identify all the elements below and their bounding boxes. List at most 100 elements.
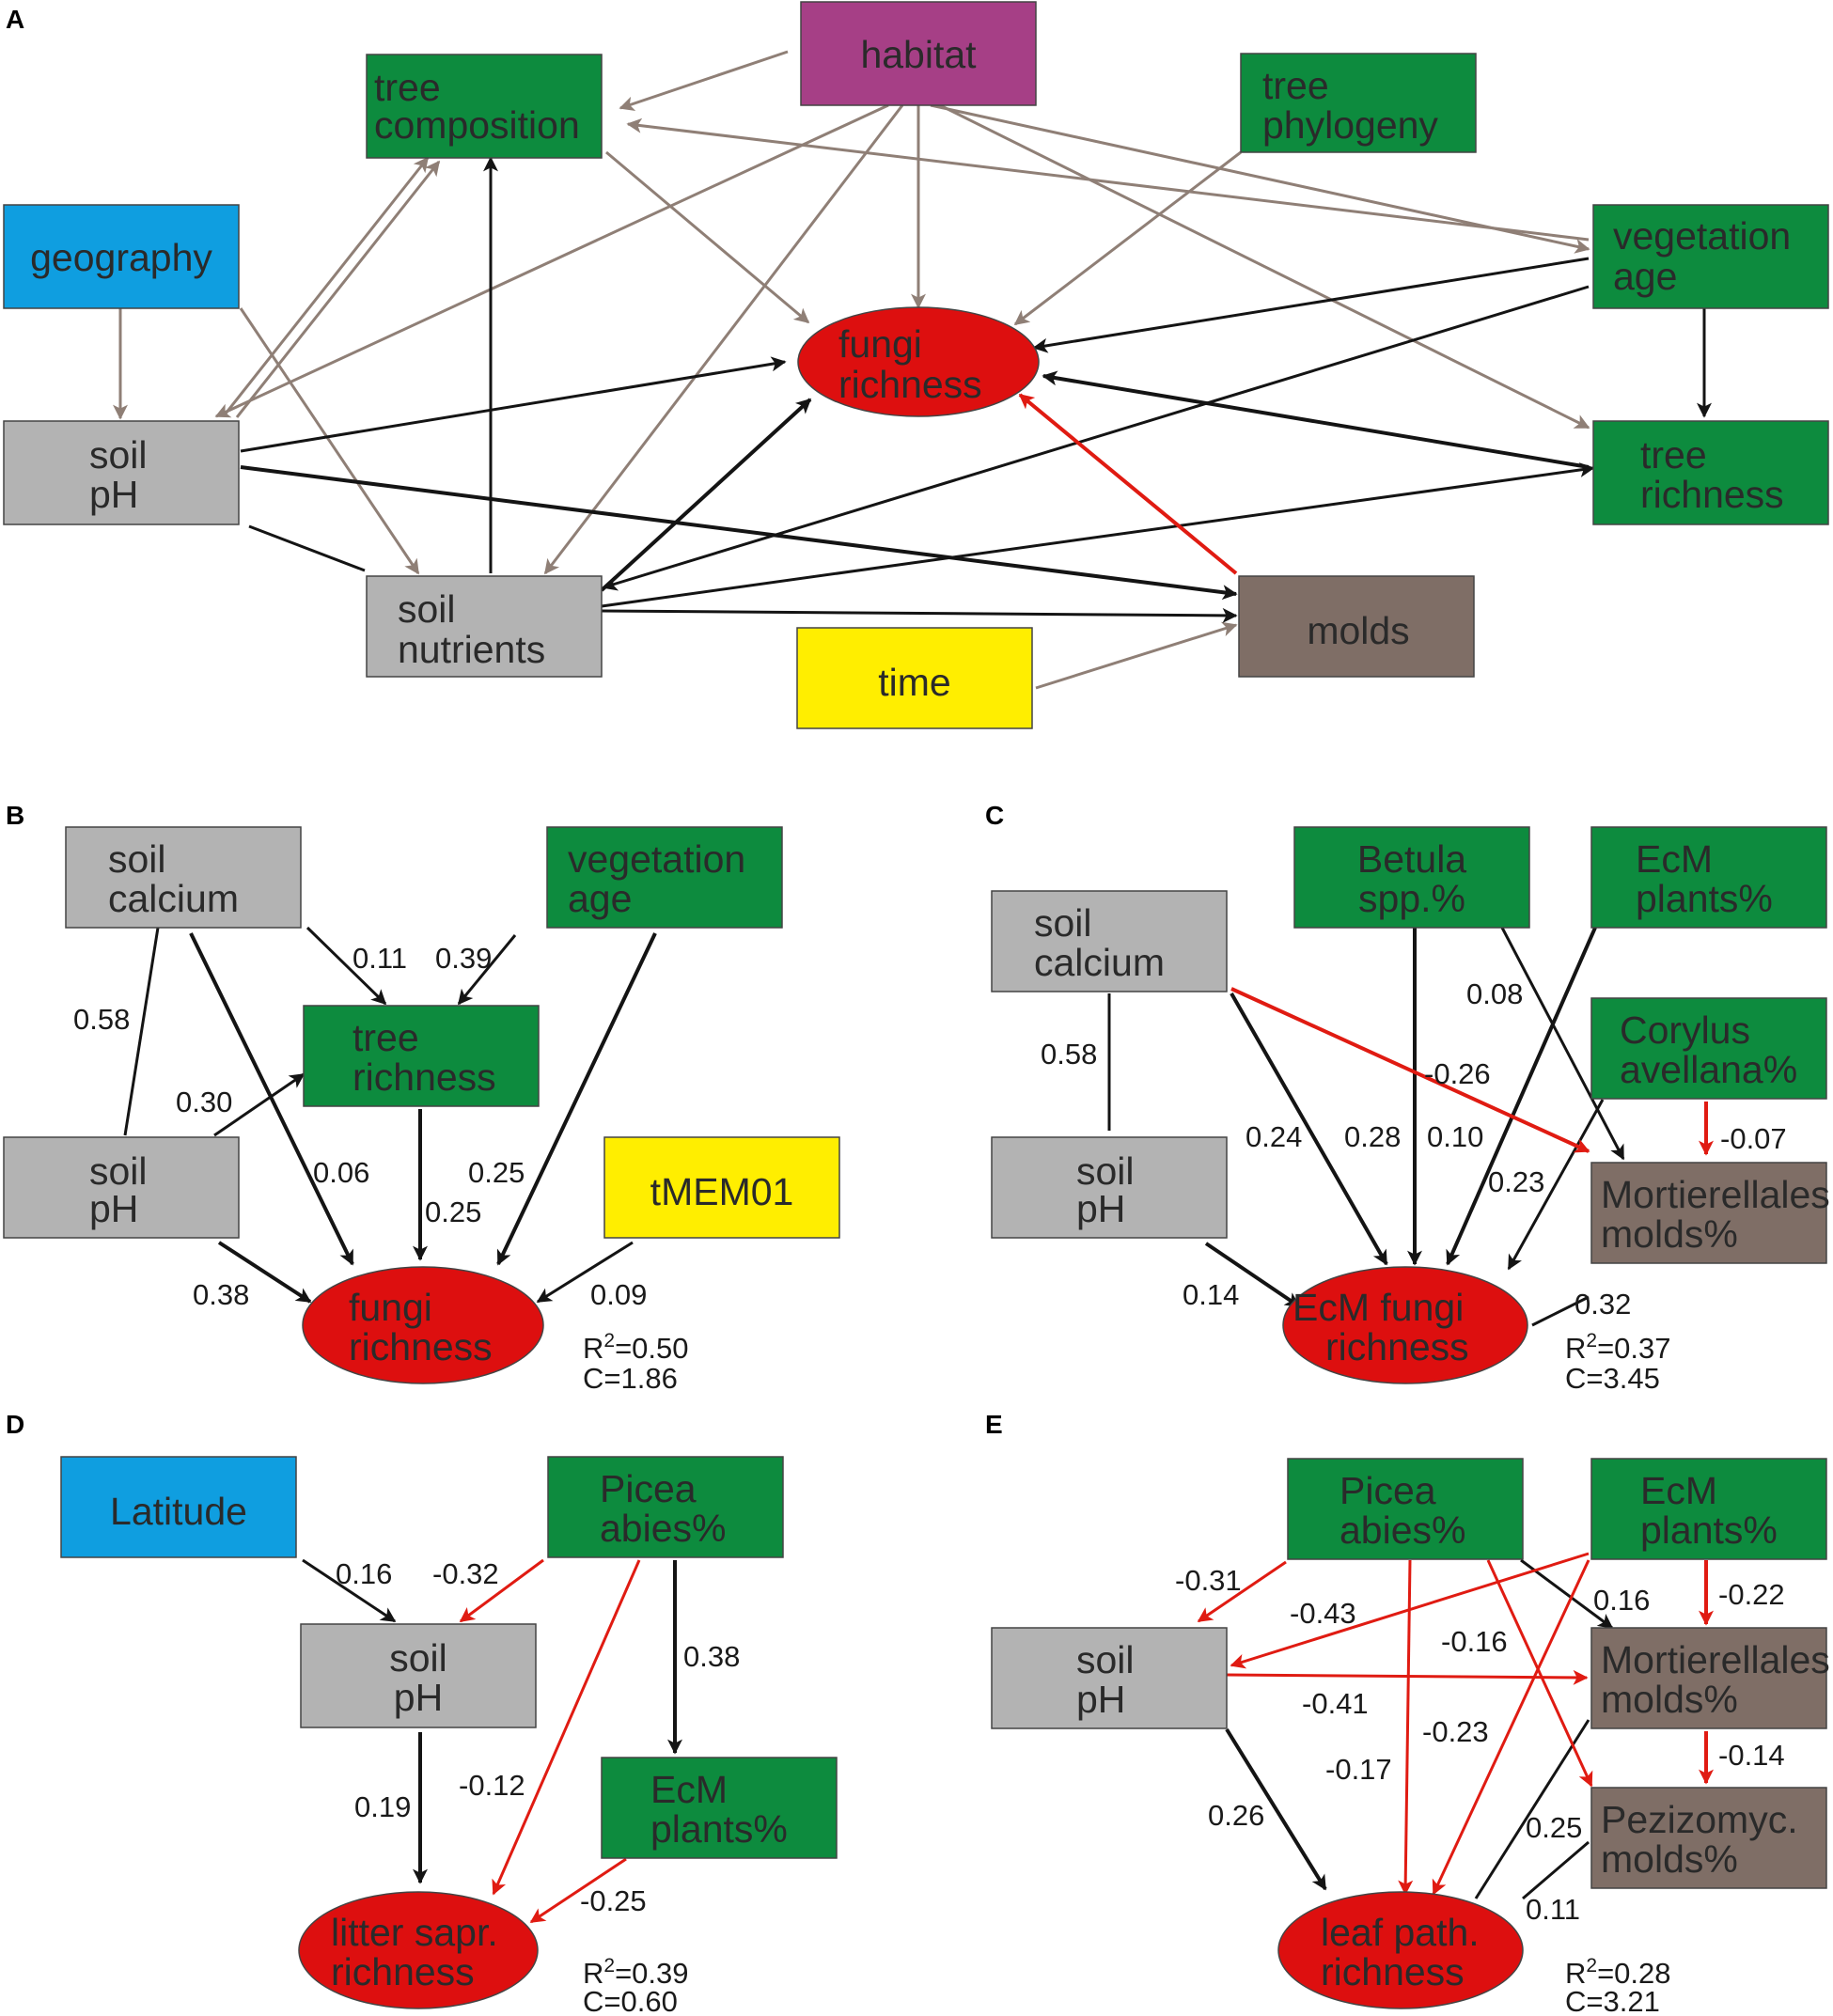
coef-b-calcium-fungi: 0.06	[313, 1156, 369, 1189]
c-stat-c: C=3.45	[1565, 1362, 1660, 1395]
coef-e-picea-leaf: -0.17	[1325, 1753, 1392, 1786]
panel-c-black-arrows	[1107, 927, 1625, 1327]
coef-d-picea-litter: -0.12	[459, 1769, 525, 1802]
arrow-vegetation-age-to-fungi-richness	[1032, 257, 1590, 353]
coef-d-picea-ecm: 0.38	[683, 1640, 740, 1673]
node-b-vegetation-age-line2: age	[568, 877, 632, 920]
panel-a-grey-arrows	[113, 50, 1590, 690]
arrow-tree-composition-to-fungi-richness	[605, 150, 810, 324]
node-tree-richness-line1: tree	[1640, 433, 1707, 477]
node-tree-richness-line2: richness	[1640, 473, 1784, 516]
coef-e-mort-leaf: 0.25	[1526, 1811, 1582, 1844]
panel-letter-b: B	[6, 801, 24, 830]
node-c-corylus-line1: Corylus	[1620, 1008, 1750, 1052]
node-e-mortierellales-line1: Mortierellales	[1601, 1638, 1830, 1681]
arrow-vegetation-age-to-soil-nutrients	[602, 285, 1590, 591]
r2-e: R2=0.28	[1565, 1955, 1671, 1990]
node-b-fungi-richness-line1: fungi	[349, 1286, 432, 1329]
node-habitat: habitat	[800, 1, 1037, 106]
node-c-soil-ph-line2: pH	[1076, 1187, 1125, 1230]
panel-letter-c: C	[985, 801, 1004, 830]
node-soil-nutrients-line2: nutrients	[398, 628, 545, 671]
panel-letter-a: A	[6, 5, 24, 34]
arrow-soil-nutrients-to-fungi-richness	[600, 398, 812, 592]
coef-b-calcium-tree: 0.11	[352, 942, 407, 975]
coef-e-ph-mort: -0.41	[1302, 1687, 1369, 1720]
arrow-tree-phylogeny-to-fungi-richness	[1013, 150, 1242, 326]
node-e-ecm-plants-line2: plants%	[1640, 1508, 1778, 1552]
node-d-ecm-plants: EcM plants%	[601, 1757, 838, 1859]
node-soil-nutrients: soil nutrients	[366, 575, 603, 678]
arrow-picea-to-leaf-path	[1398, 1559, 1414, 1896]
node-b-tree-richness-line1: tree	[352, 1016, 419, 1059]
node-e-soil-ph-line1: soil	[1076, 1638, 1135, 1681]
node-e-leaf-path: leaf path. richness	[1277, 1891, 1524, 2009]
arrow-soil-ph-to-fungi-richness	[217, 1241, 312, 1304]
arrow-picea-to-litter-sapr	[492, 1559, 641, 1896]
node-b-tree-richness-line2: richness	[352, 1055, 496, 1099]
coef-c-mort-ecm: 0.32	[1574, 1288, 1631, 1321]
arrow-habitat-to-tree-richness	[939, 103, 1590, 430]
node-tree-composition-line2: composition	[374, 103, 580, 147]
panel-c-red-arrows	[1230, 987, 1714, 1156]
node-b-tree-richness: tree richness	[303, 1005, 540, 1107]
coef-c-corylus-mort: -0.07	[1720, 1122, 1787, 1155]
arrow-geography-to-soil-nutrients	[239, 307, 420, 575]
arrow-picea-to-soil-ph	[459, 1558, 544, 1623]
node-b-soil-ph-line1: soil	[89, 1149, 148, 1193]
coef-b-ph-fungi: 0.38	[193, 1278, 249, 1311]
panel-d-stats: R2=0.39 C=0.60	[583, 1955, 689, 2016]
node-c-betula: Betula spp.%	[1293, 826, 1530, 929]
coef-b-ph-tree: 0.30	[176, 1086, 232, 1118]
coef-b-vegage-fungi: 0.25	[468, 1156, 525, 1189]
coef-e-picea-pez: -0.16	[1441, 1625, 1508, 1658]
coef-c-betula-mort: 0.08	[1466, 977, 1523, 1010]
coef-e-ecm-leaf: -0.23	[1422, 1715, 1489, 1748]
node-d-litter-sapr-line2: richness	[331, 1950, 475, 1993]
node-c-ecm-fungi-line2: richness	[1325, 1325, 1469, 1368]
arrow-molds-to-fungi-richness	[1018, 393, 1238, 575]
node-d-ecm-plants-line2: plants%	[650, 1807, 788, 1851]
panel-a-black-arrows	[240, 156, 1712, 623]
node-c-ecm-plants-line1: EcM	[1636, 837, 1713, 881]
arrow-soil-ph-to-leaf-path	[1225, 1727, 1327, 1891]
node-soil-ph-line2: pH	[89, 473, 138, 516]
link-soil-calcium-soil-ph	[123, 927, 160, 1136]
coef-c-calcium-mort: -0.26	[1424, 1057, 1491, 1090]
node-soil-ph-line1: soil	[89, 433, 148, 477]
arrow-ecm-plants-to-ecm-fungi	[1446, 927, 1597, 1266]
coef-e-picea-ph: -0.31	[1175, 1564, 1242, 1597]
c-stat-b: C=1.86	[583, 1362, 678, 1395]
node-d-latitude-label: Latitude	[110, 1490, 247, 1533]
arrow-corylus-to-ecm-fungi	[1507, 1099, 1605, 1271]
coef-b-tmem-fungi: 0.09	[590, 1278, 647, 1311]
node-d-ecm-plants-line1: EcM	[650, 1768, 728, 1811]
arrow-ecm-plants-to-leaf-path	[1432, 1559, 1590, 1896]
arrow-soil-ph-to-ecm-fungi	[1204, 1242, 1301, 1308]
node-b-fungi-richness: fungi richness	[302, 1266, 544, 1384]
node-d-picea-line2: abies%	[600, 1507, 726, 1550]
r2-c: R2=0.37	[1565, 1330, 1671, 1365]
arrow-vegetation-age-to-tree-composition	[626, 117, 1590, 242]
panel-e-black-arrows	[1225, 1558, 1614, 1900]
panel-a: A	[3, 1, 1829, 729]
node-b-soil-calcium: soil calcium	[65, 826, 302, 929]
coef-c-ecmplants-ecm: 0.10	[1427, 1120, 1483, 1153]
node-e-leaf-path-line2: richness	[1321, 1950, 1465, 1993]
node-e-ecm-plants-line1: EcM	[1640, 1469, 1717, 1512]
node-e-soil-ph: soil pH	[991, 1627, 1228, 1729]
panel-letter-e: E	[985, 1410, 1003, 1439]
coef-c-calcium-ecm: 0.24	[1246, 1120, 1302, 1153]
node-e-picea: Picea abies%	[1287, 1458, 1524, 1560]
node-b-tmem01: tMEM01	[603, 1136, 840, 1239]
arrow-soil-nutrients-to-molds	[601, 607, 1238, 623]
arrow-soil-calcium-to-fungi-richness	[189, 932, 354, 1266]
coef-b-tree-fungi: 0.25	[425, 1196, 481, 1228]
node-e-picea-line1: Picea	[1340, 1469, 1436, 1512]
node-c-soil-calcium-line2: calcium	[1034, 941, 1165, 984]
node-d-litter-sapr-line1: litter sapr.	[331, 1911, 498, 1954]
panel-c: C Betula spp.% EcM plants% soil	[985, 801, 1830, 1395]
node-time-label: time	[878, 661, 950, 704]
node-b-fungi-richness-line2: richness	[349, 1325, 493, 1368]
panel-e-red-arrows	[1197, 1552, 1714, 1896]
